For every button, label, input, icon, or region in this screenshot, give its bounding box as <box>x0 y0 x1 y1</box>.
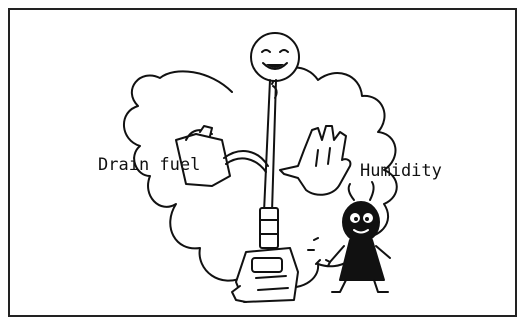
backpack-blower-icon <box>232 208 298 302</box>
humidity-label: Humidity <box>360 161 442 181</box>
pole <box>264 80 277 212</box>
drain-fuel-label: Drain fuel <box>98 155 200 175</box>
bug-character-icon <box>308 182 390 292</box>
smiley-face-icon <box>251 33 299 81</box>
raised-hand-icon <box>280 126 350 195</box>
